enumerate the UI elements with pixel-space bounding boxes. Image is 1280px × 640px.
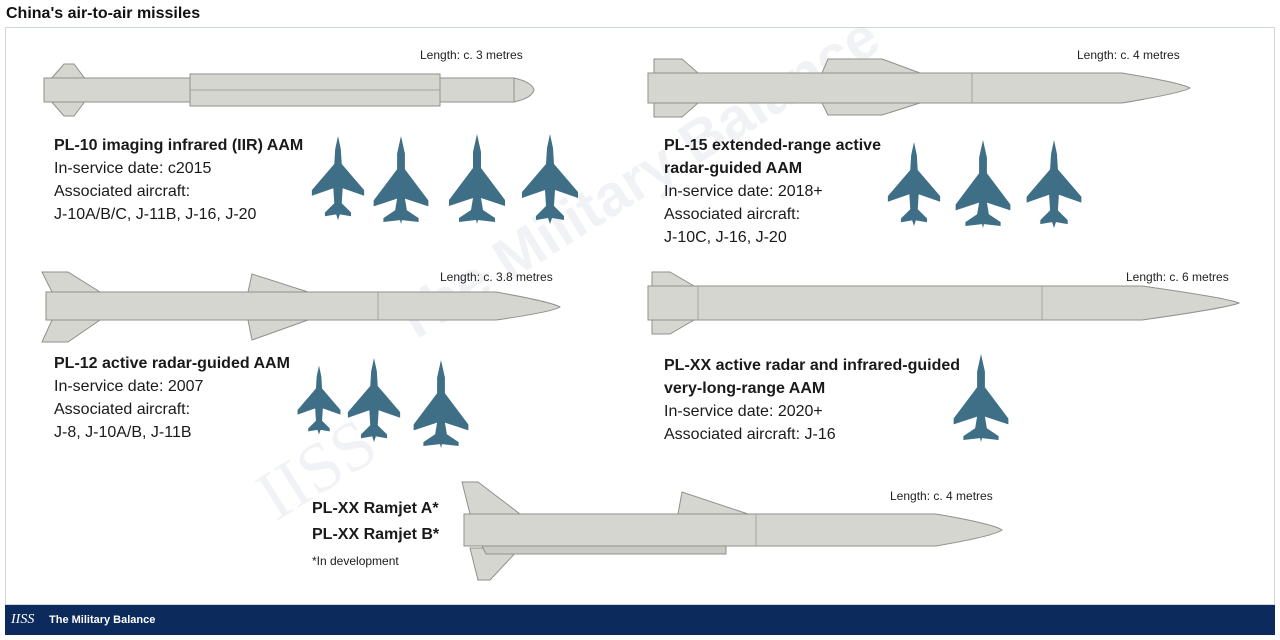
pl12-missile-illustration bbox=[41, 271, 561, 343]
ramjet-a-name: PL-XX Ramjet A* bbox=[312, 500, 439, 517]
fighter-aircraft-icon bbox=[370, 136, 432, 224]
plxx-length: Length: c. 6 metres bbox=[1126, 270, 1229, 284]
pl15-name-line2: radar-guided AAM bbox=[664, 160, 803, 177]
publisher-logo: IISS bbox=[11, 612, 35, 627]
fighter-aircraft-icon bbox=[950, 354, 1012, 442]
pl10-missile-illustration bbox=[43, 63, 535, 117]
pl12-service-date: In-service date: 2007 bbox=[54, 378, 204, 395]
ramjet-note: *In development bbox=[312, 554, 399, 568]
fighter-aircraft-icon bbox=[1024, 140, 1084, 228]
fighter-aircraft-icon bbox=[952, 140, 1014, 228]
plxx-aircraft: Associated aircraft: J-16 bbox=[664, 426, 836, 443]
fighter-aircraft-icon bbox=[346, 356, 402, 444]
fighter-aircraft-icon bbox=[410, 360, 472, 448]
fighter-aircraft-icon bbox=[296, 358, 342, 442]
fighter-aircraft-icon bbox=[310, 134, 366, 222]
pl10-name: PL-10 imaging infrared (IIR) AAM bbox=[54, 137, 304, 154]
pl15-name-line1: PL-15 extended-range active bbox=[664, 137, 881, 154]
content-frame bbox=[5, 27, 1275, 605]
ramjet-b-name: PL-XX Ramjet B* bbox=[312, 526, 440, 543]
ramjet-info: PL-XX Ramjet A* PL-XX Ramjet B* *In deve… bbox=[312, 496, 439, 574]
pl15-aircraft-label: Associated aircraft: bbox=[664, 206, 801, 223]
pl15-aircraft-list: J-10C, J-16, J-20 bbox=[664, 229, 787, 246]
pl15-missile-illustration bbox=[647, 58, 1191, 118]
pl15-length: Length: c. 4 metres bbox=[1077, 48, 1180, 62]
fighter-aircraft-icon bbox=[446, 134, 508, 224]
publication-name: The Military Balance bbox=[49, 614, 156, 626]
pl12-aircraft-label: Associated aircraft: bbox=[54, 401, 191, 418]
page-title: China's air-to-air missiles bbox=[6, 5, 201, 22]
ramjet-missile-illustration bbox=[461, 481, 1003, 581]
plxx-service-date: In-service date: 2020+ bbox=[664, 403, 823, 420]
pl15-info: PL-15 extended-range active radar-guided… bbox=[664, 134, 881, 249]
pl12-info: PL-12 active radar-guided AAM In-service… bbox=[54, 352, 290, 444]
pl10-info: PL-10 imaging infrared (IIR) AAM In-serv… bbox=[54, 134, 303, 226]
fighter-aircraft-icon bbox=[520, 134, 580, 224]
pl12-name: PL-12 active radar-guided AAM bbox=[54, 355, 290, 372]
pl12-length: Length: c. 3.8 metres bbox=[440, 270, 553, 284]
pl15-service-date: In-service date: 2018+ bbox=[664, 183, 823, 200]
ramjet-length: Length: c. 4 metres bbox=[890, 489, 993, 503]
pl10-aircraft-label: Associated aircraft: bbox=[54, 183, 191, 200]
plxx-name-line1: PL-XX active radar and infrared-guided bbox=[664, 357, 961, 374]
pl12-aircraft-list: J-8, J-10A/B, J-11B bbox=[54, 424, 192, 441]
plxx-info: PL-XX active radar and infrared-guided v… bbox=[664, 354, 960, 446]
plxx-name-line2: very-long-range AAM bbox=[664, 380, 826, 397]
plxx-missile-illustration bbox=[647, 271, 1241, 335]
pl10-aircraft-list: J-10A/B/C, J-11B, J-16, J-20 bbox=[54, 206, 257, 223]
pl10-length: Length: c. 3 metres bbox=[420, 48, 523, 62]
footer-bar: IISS The Military Balance bbox=[5, 605, 1275, 635]
pl10-service-date: In-service date: c2015 bbox=[54, 160, 212, 177]
fighter-aircraft-icon bbox=[886, 140, 942, 228]
